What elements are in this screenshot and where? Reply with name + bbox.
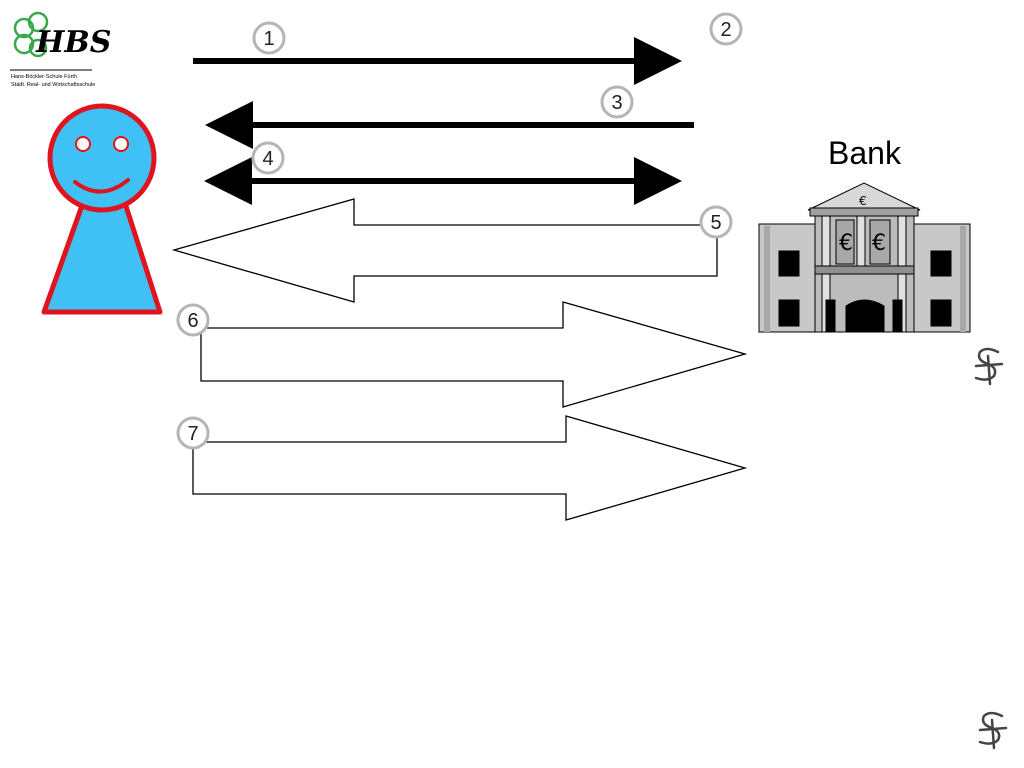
- person-eye-right: [113, 136, 129, 152]
- bank-label: Bank: [828, 135, 902, 171]
- logo-school-type: Städt. Real- und Wirtschaftsschule: [11, 82, 95, 88]
- school-logo: HBS Hans-Böckler-Schule Fürth Städt. Rea…: [10, 11, 111, 88]
- bank-euro-right: €: [872, 231, 886, 256]
- bank-euro-top: €: [859, 194, 867, 208]
- step-badge-3: 3: [600, 85, 634, 119]
- person-eye-left: [75, 136, 91, 152]
- step-label-3: 3: [611, 92, 622, 114]
- step-label-7: 7: [187, 423, 198, 445]
- step-badge-1: 1: [252, 21, 286, 55]
- signature-mark-top: [974, 347, 1004, 386]
- step-label-4: 4: [262, 148, 273, 170]
- clover-icon: [13, 11, 49, 58]
- step-label-5: 5: [710, 212, 721, 234]
- person-smile: [73, 178, 130, 194]
- signature-mark-bottom: [978, 711, 1008, 750]
- bank-euro-left: €: [839, 231, 853, 256]
- step-badge-2: 2: [709, 12, 743, 46]
- person-head: [47, 103, 157, 213]
- logo-initials: HBS: [35, 25, 111, 60]
- step-label-2: 2: [720, 19, 731, 41]
- logo-school-name: Hans-Böckler-Schule Fürth: [11, 74, 77, 80]
- step-label-1: 1: [263, 28, 274, 50]
- step-label-6: 6: [187, 310, 198, 332]
- bank-building-icon: € € €: [758, 182, 971, 333]
- step-badge-4: 4: [251, 141, 285, 175]
- block-arrow-6: [200, 301, 748, 408]
- block-arrow-7: [192, 415, 748, 521]
- person-figure: [41, 103, 163, 315]
- step-badge-5: 5: [699, 205, 733, 239]
- block-arrow-5: [171, 198, 718, 303]
- step-badge-7: 7: [176, 416, 210, 450]
- step-badge-6: 6: [176, 303, 210, 337]
- person-body: [41, 197, 163, 315]
